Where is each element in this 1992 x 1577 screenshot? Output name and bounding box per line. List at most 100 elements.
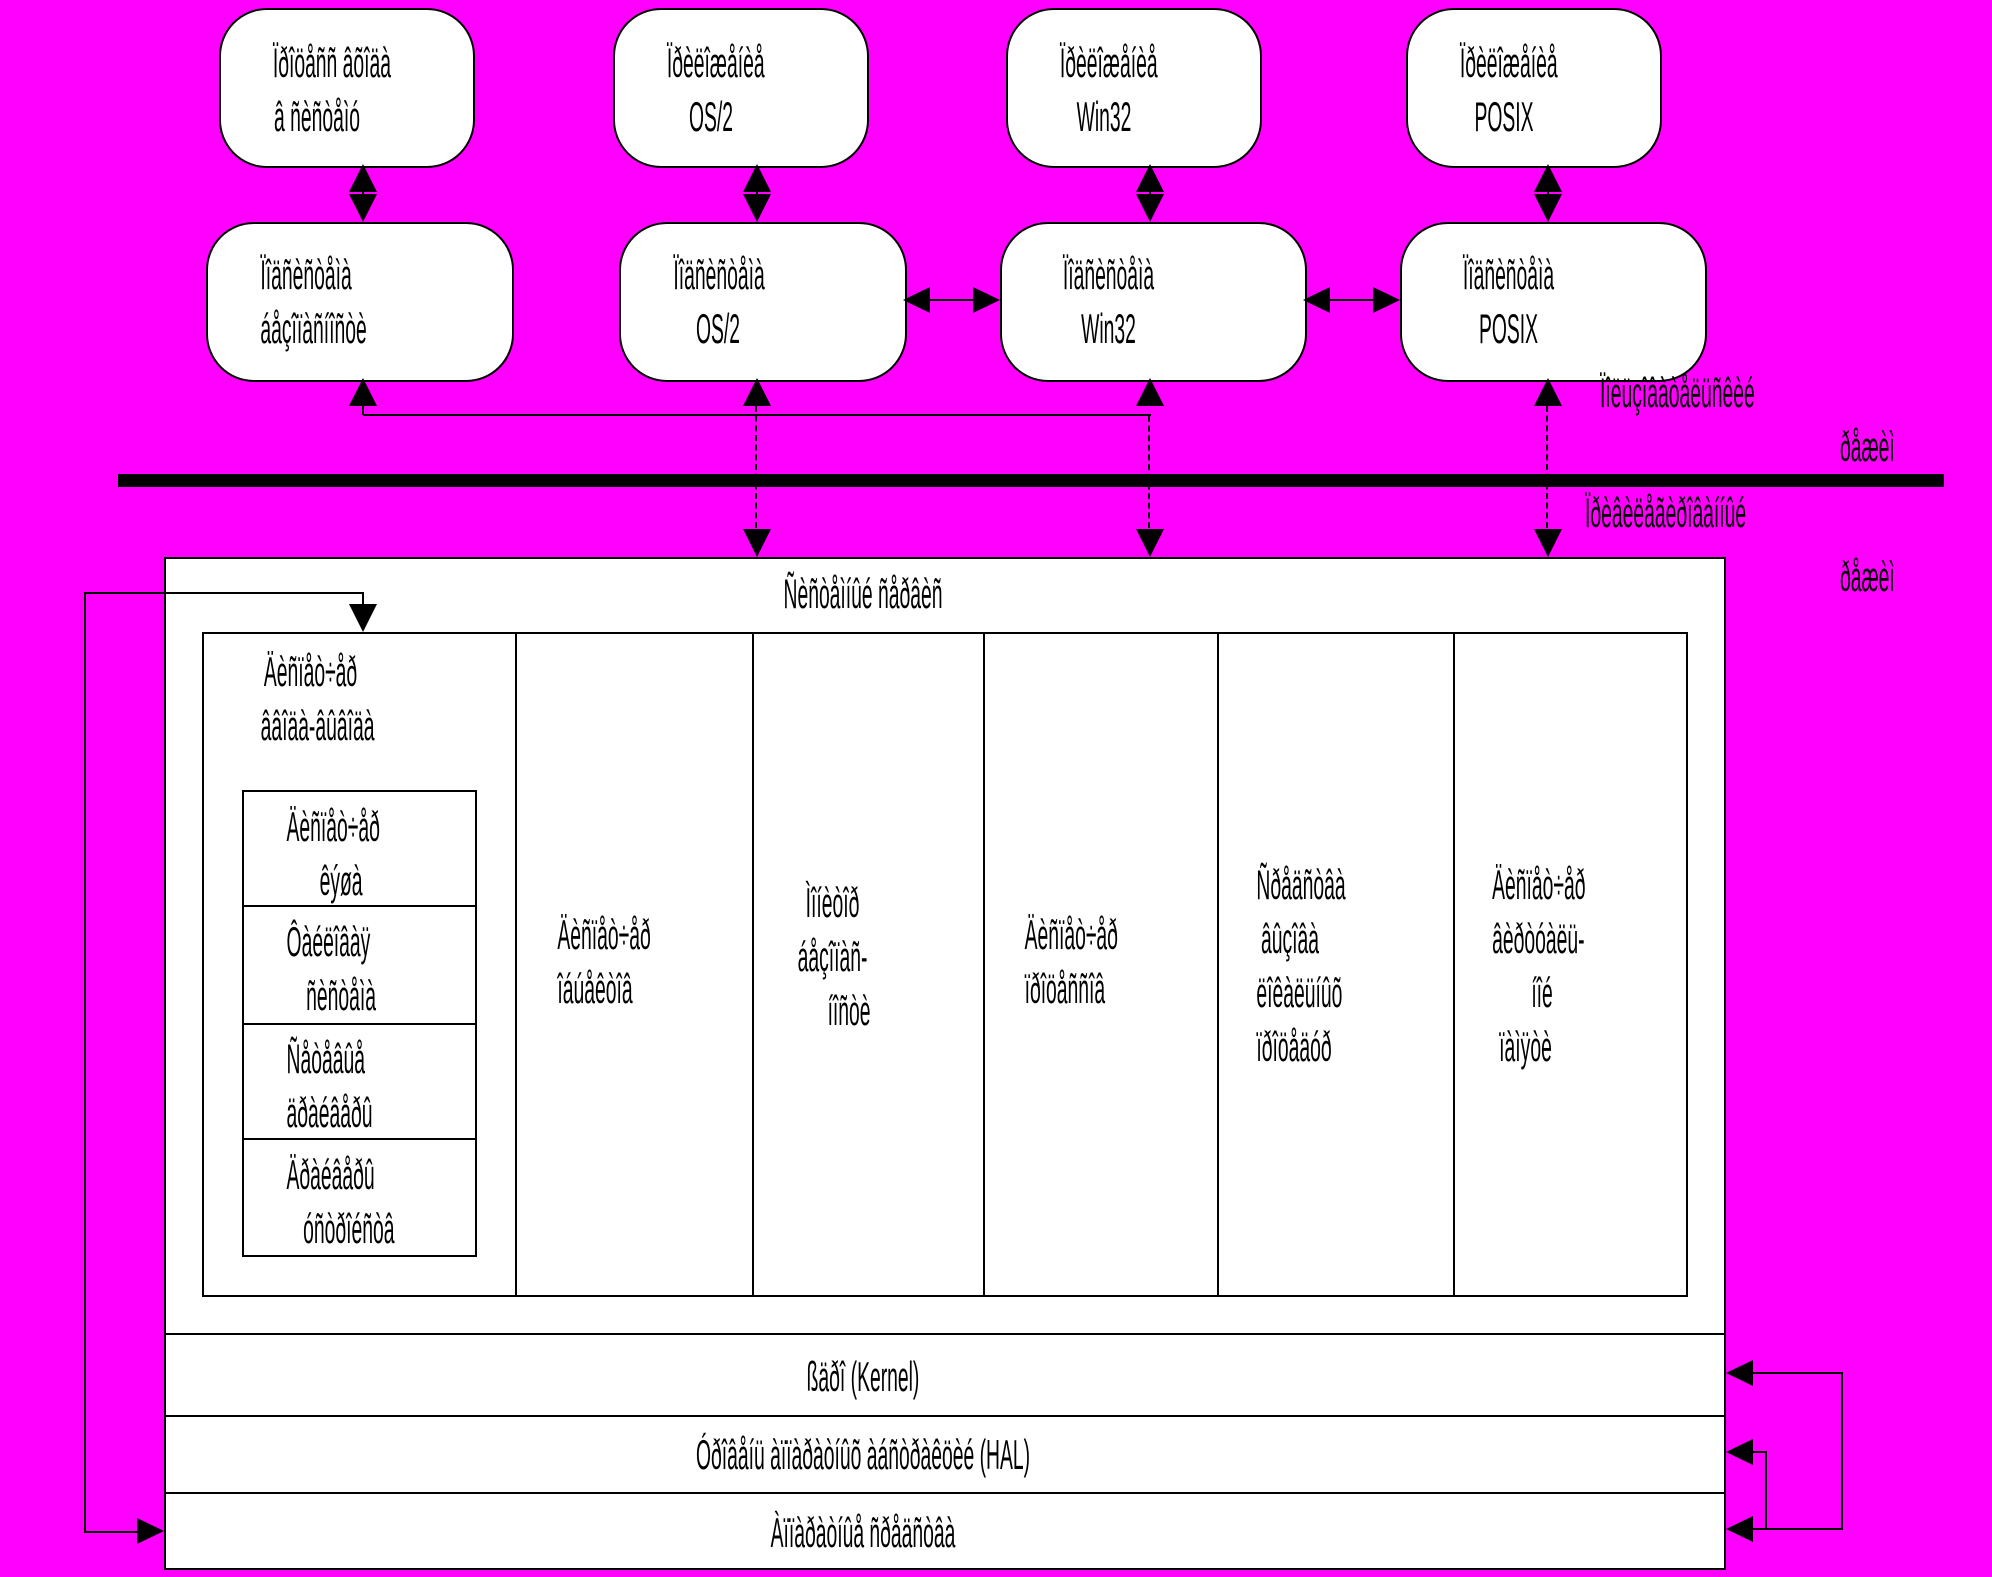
down-arrow-into-io-column xyxy=(349,604,377,632)
subsystem-box-posix: Ïîäñèñòåìà POSIX xyxy=(1400,222,1707,382)
file-system-line1: Ôàéëîâàÿ xyxy=(286,918,371,965)
app-login-line1: Ïðîöåññ âõîäà xyxy=(272,39,392,86)
hardware-layer: Àïïàðàòíûå ñðåäñòâà xyxy=(164,1506,1562,1560)
left-arrow-into-hal xyxy=(1726,1439,1753,1465)
process-manager-line1: Äèñïåò÷åð xyxy=(1024,911,1118,958)
kernel-layer-top-line xyxy=(164,1333,1726,1335)
vm-manager-line4: ïàìÿòè xyxy=(1499,1023,1552,1070)
kernel-layer-label: ßäðî (Kernel) xyxy=(806,1353,920,1400)
column-divider-1 xyxy=(515,632,517,1297)
right-feedback-hal-horizontal xyxy=(1750,1451,1767,1453)
io-sub-divider-1 xyxy=(242,905,477,907)
io-sub-divider-2 xyxy=(242,1023,477,1025)
hardware-layer-label: Àïïàðàòíûå ñðåäñòâà xyxy=(770,1509,956,1556)
left-feedback-top-stub xyxy=(362,592,364,606)
subsystem-os2-line2: OS/2 xyxy=(695,305,741,352)
app-box-login: Ïðîöåññ âõîäà â ñèñòåìó xyxy=(219,8,475,168)
column-divider-5 xyxy=(1453,632,1455,1297)
io-manager-column: Äèñïåò÷åð ââîäà-âûâîäà xyxy=(202,645,419,753)
object-manager-column: Äèñïåò÷åð îáúåêòîâ xyxy=(515,908,672,1016)
right-feedback-kernel-horizontal xyxy=(1750,1372,1843,1374)
app-box-os2: Ïðèëîæåíèå OS/2 xyxy=(613,8,869,168)
hardware-layer-top-line xyxy=(164,1492,1726,1494)
right-arrow-into-hardware xyxy=(137,1518,164,1544)
up-arrow-into-os2 xyxy=(743,378,771,406)
subsystem-security-text: Ïîäñèñòåìà áåçîïàñíîñòè xyxy=(208,248,402,356)
security-to-win32-line xyxy=(363,414,1151,416)
network-drivers-cell: Ñåòåâûå äðàéâåðû xyxy=(242,1032,407,1140)
system-services-title-wrap: Ñèñòåìíûé ñåðâèñ xyxy=(164,567,1562,621)
vm-manager-line3: íîé xyxy=(1531,969,1553,1016)
file-system-line2: ñèñòåìà xyxy=(306,972,376,1019)
io-sub-divider-3 xyxy=(242,1138,477,1140)
up-arrow-stub-security xyxy=(362,406,364,415)
app-win32-line1: Ïðèëîæåíèå xyxy=(1059,39,1158,86)
subsystem-win32-text: Ïîäñèñòåìà Win32 xyxy=(1002,248,1215,356)
kernel-layer: ßäðî (Kernel) xyxy=(164,1350,1562,1404)
app-box-posix: Ïðèëîæåíèå POSIX xyxy=(1406,8,1662,168)
subsystem-os2-text: Ïîäñèñòåìà OS/2 xyxy=(621,248,815,356)
vm-manager-line1: Äèñïåò÷åð xyxy=(1492,861,1586,908)
down-arrow-posix-into-services xyxy=(1534,529,1562,557)
subsystem-security-line1: Ïîäñèñòåìà xyxy=(260,251,352,298)
device-drivers-line1: Äðàéâåðû xyxy=(286,1151,375,1198)
subsystem-box-os2: Ïîäñèñòåìà OS/2 xyxy=(619,222,907,382)
app-os2-line1: Ïðèëîæåíèå xyxy=(666,39,765,86)
column-divider-2 xyxy=(752,632,754,1297)
hal-layer-top-line xyxy=(164,1415,1726,1417)
app-posix-line2: POSIX xyxy=(1474,93,1534,140)
right-feedback-outer-vertical xyxy=(1841,1372,1843,1530)
subsystem-box-win32: Ïîäñèñòåìà Win32 xyxy=(1000,222,1307,382)
down-arrow-win32-into-services xyxy=(1136,529,1164,557)
subsystem-posix-line2: POSIX xyxy=(1478,305,1539,352)
subsystem-win32-line2: Win32 xyxy=(1081,305,1136,352)
lpc-line1: Ñðåäñòâà xyxy=(1256,861,1346,908)
app-posix-line1: Ïðèëîæåíèå xyxy=(1459,39,1558,86)
user-kernel-divider xyxy=(118,474,1944,487)
app-box-posix-text: Ïðèëîæåíèå POSIX xyxy=(1408,36,1600,144)
app-box-win32: Ïðèëîæåíèå Win32 xyxy=(1006,8,1262,168)
app-win32-line2: Win32 xyxy=(1076,93,1132,140)
vm-manager-column: Äèñïåò÷åð âèðòóàëü- íîé ïàìÿòè xyxy=(1453,858,1598,1074)
network-drivers-line2: äðàéâåðû xyxy=(286,1089,373,1136)
posix-dashed-link xyxy=(1546,406,1548,528)
device-drivers-cell: Äðàéâåðû óñòðîéñòâ xyxy=(242,1148,407,1256)
lpc-column: Ñðåäñòâà âûçîâà ëîêàëüíûõ ïðîöåäóð xyxy=(1217,858,1363,1074)
lpc-line4: ïðîöåäóð xyxy=(1256,1023,1332,1070)
up-arrow-into-posix xyxy=(1534,378,1562,406)
object-manager-line2: îáúåêòîâ xyxy=(557,965,633,1012)
left-feedback-top-horizontal xyxy=(84,592,364,594)
process-manager-line2: ïðîöåññîâ xyxy=(1024,965,1106,1012)
user-mode-label-line1: Ïîëüçîâàòåëüñêèé xyxy=(1600,369,1755,416)
hal-layer: Óðîâåíü àïïàðàòíûõ àáñòðàêöèé (HAL) xyxy=(164,1428,1562,1482)
subsystem-posix-line1: Ïîäñèñòåìà xyxy=(1462,251,1555,298)
cache-manager-cell: Äèñïåò÷åð êýøà xyxy=(242,800,407,908)
right-feedback-hardware-horizontal xyxy=(1750,1528,1843,1530)
app-box-win32-text: Ïðèëîæåíèå Win32 xyxy=(1008,36,1200,144)
win32-dashed-link xyxy=(1148,416,1150,528)
lpc-line2: âûçîâà xyxy=(1260,915,1320,962)
subsystem-security-line2: áåçîïàñíîñòè xyxy=(260,305,367,352)
left-feedback-bottom-horizontal xyxy=(84,1531,137,1533)
left-arrow-into-hardware-right xyxy=(1726,1516,1753,1542)
subsystem-os2-line1: Ïîäñèñòåìà xyxy=(673,251,765,298)
subsystem-box-security: Ïîäñèñòåìà áåçîïàñíîñòè xyxy=(206,222,514,382)
lpc-line3: ëîêàëüíûõ xyxy=(1256,969,1343,1016)
subsystem-posix-text: Ïîäñèñòåìà POSIX xyxy=(1402,248,1615,356)
hal-layer-label: Óðîâåíü àïïàðàòíûõ àáñòðàêöèé (HAL) xyxy=(695,1431,1031,1478)
right-feedback-inner-vertical xyxy=(1765,1451,1767,1530)
cache-manager-line1: Äèñïåò÷åð xyxy=(286,803,380,850)
security-monitor-line2: áåçîïàñ- xyxy=(797,933,868,980)
device-drivers-line2: óñòðîéñòâ xyxy=(303,1205,395,1252)
security-monitor-column: Ìîíèòîð áåçîïàñ- íîñòè xyxy=(752,876,913,1038)
app-os2-line2: OS/2 xyxy=(688,93,734,140)
vm-manager-line2: âèðòóàëü- xyxy=(1492,915,1585,962)
security-monitor-line3: íîñòè xyxy=(827,987,871,1034)
app-box-os2-text: Ïðèëîæåíèå OS/2 xyxy=(615,36,807,144)
process-manager-column: Äèñïåò÷åð ïðîöåññîâ xyxy=(983,908,1137,1016)
user-mode-label-line2: ðåæèì xyxy=(1840,423,1895,470)
column-divider-3 xyxy=(983,632,985,1297)
left-feedback-vertical xyxy=(84,592,86,1533)
privileged-mode-label-line1: Ïðèâèëåãèðîâàííûé xyxy=(1585,489,1747,536)
